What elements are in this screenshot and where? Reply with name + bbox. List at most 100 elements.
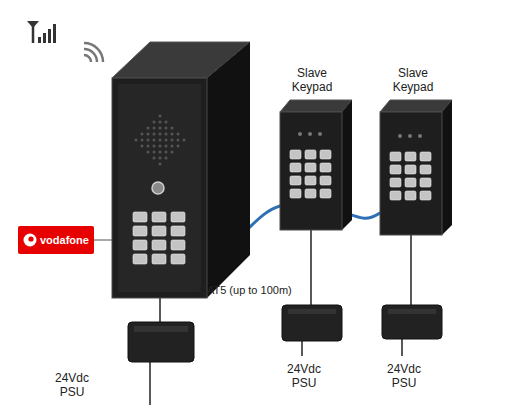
grille-hole [141,133,144,136]
grille-hole [159,163,162,166]
grille-hole [165,145,168,148]
psu-label: 24Vdc PSU [48,371,96,400]
cable-label: CAT5 (up to 100m) [199,284,292,297]
status-led [418,134,422,138]
grille-hole [159,115,162,118]
keypad-key [305,176,316,185]
keypad-key [420,152,431,161]
keypad-key [320,150,331,159]
grille-hole [159,139,162,142]
grille-hole [177,139,180,142]
grille-hole [153,133,156,136]
keypad-key [305,150,316,159]
logo-mark [28,236,33,241]
grille-hole [141,145,144,148]
device-label: Slave Keypad [384,66,442,95]
logo-circle [24,234,37,247]
keypad-key [133,254,147,264]
grille-hole [159,157,162,160]
grille-hole [153,121,156,124]
keypad-key [171,212,185,222]
grille-hole [159,151,162,154]
keypad-key [305,189,316,198]
grille-hole [159,133,162,136]
grille-hole [159,127,162,130]
grille-hole [147,145,150,148]
wireless-icon [84,43,103,62]
slave-keypad-unit [380,100,452,235]
psu-label: 24Vdc PSU [380,362,428,391]
grille-hole [159,121,162,124]
grille-hole [159,145,162,148]
status-led [398,134,402,138]
keypad-key [420,165,431,174]
keypad-key [133,212,147,222]
keypad-key [320,163,331,172]
status-led [308,132,312,136]
keypad-key [152,212,166,222]
device-label: Slave Keypad [283,66,341,95]
keypad-key [305,163,316,172]
grille-hole [171,127,174,130]
grille-hole [183,139,186,142]
keypad-key [133,226,147,236]
grille-hole [165,127,168,130]
grille-hole [165,139,168,142]
brand-name: vodafone [40,234,89,246]
keypad-key [420,191,431,200]
keypad-key [171,240,185,250]
grille-hole [171,151,174,154]
grille-hole [153,157,156,160]
grille-hole [147,127,150,130]
grille-hole [153,127,156,130]
grille-hole [177,133,180,136]
keypad-key [152,240,166,250]
keypad-key [290,163,301,172]
status-led [298,132,302,136]
keypad-key [390,191,401,200]
keypad-key [390,152,401,161]
grille-hole [165,133,168,136]
keypad-key [152,226,166,236]
keypad-key [390,165,401,174]
leader-line [94,240,112,241]
keypad-key [171,254,185,264]
brand-logo [23,233,37,247]
grille-hole [147,139,150,142]
keypad-key [133,240,147,250]
keypad-key [152,254,166,264]
keypad-key [405,178,416,187]
keypad-key [405,165,416,174]
keypad-key [290,150,301,159]
signal-icon [27,21,56,43]
keypad-key [290,189,301,198]
grille-hole [141,139,144,142]
keypad-key [420,178,431,187]
grille-hole [147,151,150,154]
grille-hole [171,139,174,142]
keypad-key [290,176,301,185]
grille-hole [177,145,180,148]
status-led [318,132,322,136]
grille-hole [153,145,156,148]
keypad-key [390,178,401,187]
grille-hole [165,157,168,160]
slave-keypad-unit [280,100,352,230]
grille-hole [171,145,174,148]
grille-hole [153,139,156,142]
status-led [408,134,412,138]
keypad-key [320,189,331,198]
grille-hole [165,151,168,154]
power-supply [128,305,442,362]
main-intercom-unit [112,42,250,298]
grille-hole [153,151,156,154]
keypad-key [405,191,416,200]
keypad-key [405,152,416,161]
grille-hole [165,121,168,124]
grille-hole [171,133,174,136]
grille-hole [147,133,150,136]
keypad-key [320,176,331,185]
brand-badge: vodafone [18,226,94,254]
psu-label: 24Vdc PSU [280,362,328,391]
